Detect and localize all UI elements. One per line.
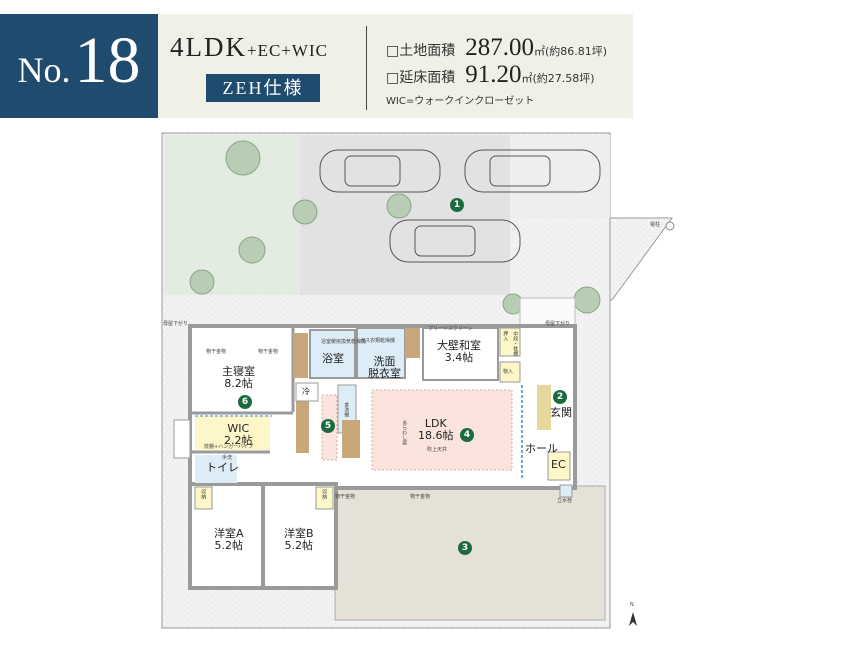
land-area-value: 287.00 [465, 34, 534, 61]
room-toilet: トイレ [206, 461, 239, 474]
room-name-2: 脱衣室 [368, 366, 401, 380]
label-north: N [630, 602, 634, 608]
marker-1: 1 [450, 198, 464, 212]
label-monohoshi: 物干金物 [206, 349, 227, 355]
room-size: 3.4帖 [444, 350, 474, 364]
room-washroom: 洗面脱衣室 [368, 356, 401, 379]
room-size: 8.2帖 [224, 376, 253, 390]
label-pole: 電柱 [650, 222, 661, 228]
marker-5: 5 [321, 419, 335, 433]
label-storage-a: 収納 [200, 489, 207, 499]
floor-area-value: 91.20 [465, 61, 522, 88]
label-eaves: 母屋下がり [545, 321, 571, 327]
label-oshiire: 押入 [502, 331, 509, 341]
marker-6: 6 [238, 395, 252, 409]
floor-area-label: □延床面積 [386, 70, 456, 86]
ec-floor [547, 451, 571, 481]
label-monoire: 物入 [503, 369, 514, 375]
zeh-badge: ZEH仕様 [206, 74, 320, 102]
label-pleats: プリーツスクリーン [428, 326, 473, 332]
divider [366, 26, 367, 110]
terrace [334, 485, 606, 621]
north-arrow-icon [629, 612, 637, 626]
label-gas-dryer: ガス衣類乾燥機 [360, 338, 396, 344]
corner-lot [609, 217, 673, 301]
floor-area: □延床面積 91.20㎡(約27.58坪) [386, 61, 595, 89]
room-size: 18.6帖 [418, 428, 454, 442]
room-name: 洗面 [373, 355, 396, 368]
floor-area-unit: ㎡(約27.58坪) [521, 72, 595, 85]
plan-number: 18 [74, 24, 141, 97]
label-bath-dryer: 浴室暖房換気乾燥機 [321, 339, 367, 345]
room-size: 5.2帖 [214, 538, 244, 552]
layout-type: 4LDK+EC+WIC [170, 32, 328, 63]
label-fridge: 冷 [302, 387, 310, 396]
marker-4: 4 [460, 428, 474, 442]
label-faucet: 立水栓 [557, 498, 573, 504]
wic-floor [195, 416, 270, 450]
land-area: □土地面積 287.00㎡(約86.81坪) [386, 34, 607, 62]
label-storage-b: 収納 [321, 489, 328, 499]
room-hall: ホール [525, 442, 558, 455]
room-size: 5.2帖 [284, 538, 314, 552]
room-name: 洋室B [284, 527, 314, 540]
room-size: 2.2帖 [224, 433, 253, 447]
plan-number-prefix: No. [17, 50, 71, 90]
room-ec: EC [551, 458, 566, 471]
layout-type-extra: +EC+WIC [247, 41, 328, 60]
marker-2: 2 [553, 390, 567, 404]
marker-3: 3 [458, 541, 472, 555]
washroom-floor [356, 327, 406, 379]
layout-type-main: 4LDK [170, 32, 247, 62]
wic-note: WIC=ウォークインクローゼット [386, 96, 535, 107]
label-dishwasher: 食洗機 [343, 402, 350, 417]
label-arawashi: あらわし梁 [401, 420, 408, 445]
label-monohoshi: 物干金物 [335, 494, 356, 500]
label-makura: 中段・枕棚 [512, 331, 519, 356]
tree-icon [189, 140, 601, 315]
label-monohoshi: 物干金物 [410, 494, 431, 500]
room-name: WIC [227, 422, 250, 435]
label-eaves: 母屋下がり [163, 321, 189, 327]
land-area-label: □土地面積 [386, 43, 456, 59]
label-fukiage: 吹上天井 [427, 447, 448, 453]
room-name: 洋室A [214, 527, 244, 540]
room-genkan: 玄関 [550, 406, 572, 419]
room-bath: 浴室 [322, 352, 344, 365]
label-tearai: 手洗 [222, 455, 233, 461]
room-name: 大壁和室 [437, 339, 481, 352]
plan-number-badge: No. 18 [0, 14, 158, 118]
label-wic-pipe: 枕棚+ハンガーパイプ [204, 444, 254, 450]
ldk-zone [371, 389, 513, 471]
car-icon [319, 149, 601, 263]
room-name: LDK [424, 417, 447, 430]
room-name: 主寝室 [222, 365, 255, 378]
label-monohoshi: 物干金物 [258, 349, 279, 355]
land-area-unit: ㎡(約86.81坪) [533, 45, 608, 58]
bath-floor [309, 329, 356, 379]
